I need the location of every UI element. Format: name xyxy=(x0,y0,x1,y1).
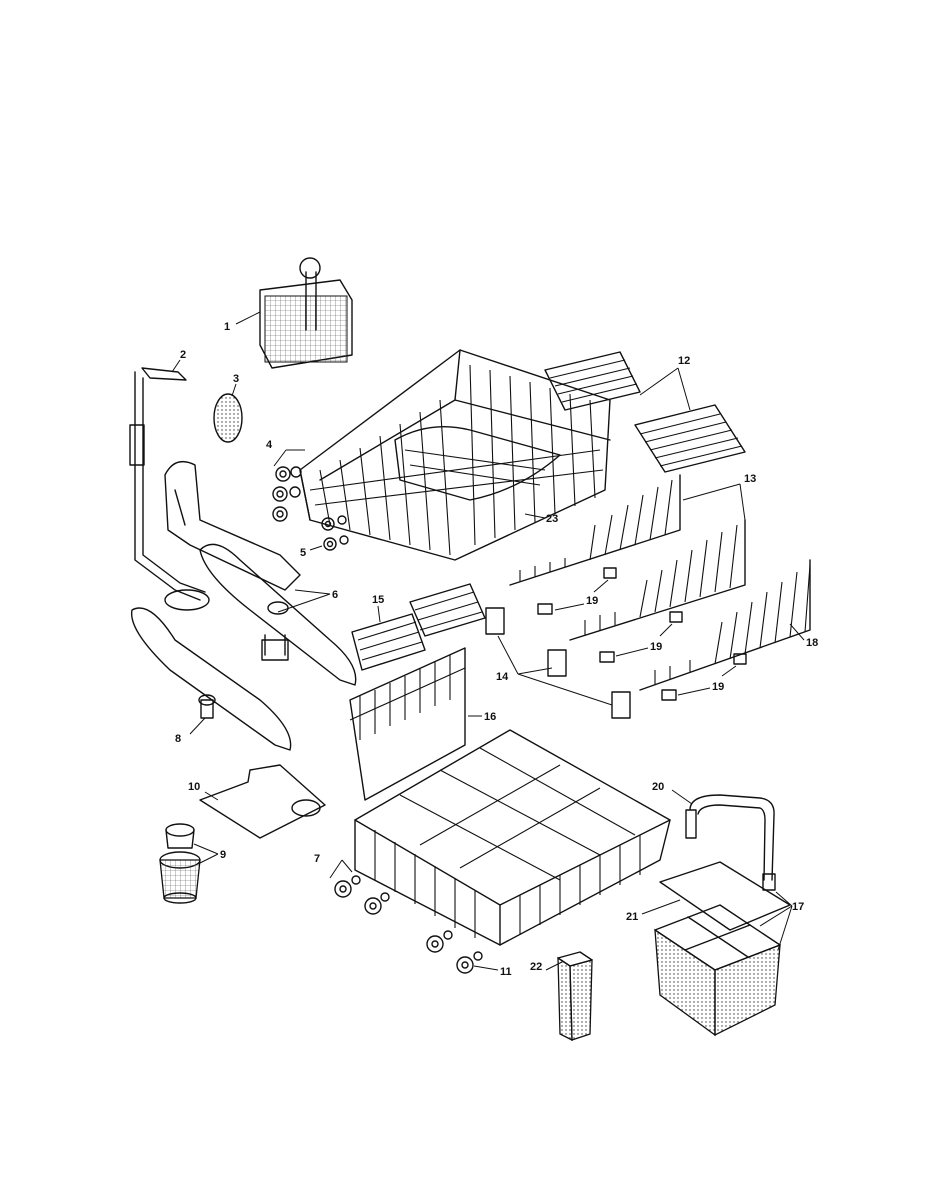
cup-shelves xyxy=(544,351,746,473)
callout-7: 7 xyxy=(314,853,320,865)
callout-14: 14 xyxy=(496,671,509,683)
lower-spray-arm xyxy=(130,607,292,751)
callout-19a: 19 xyxy=(586,595,598,607)
callout-20: 20 xyxy=(652,781,664,793)
callout-11: 11 xyxy=(500,966,512,978)
callout-21: 21 xyxy=(626,911,638,923)
callout-1: 1 xyxy=(224,321,230,333)
callout-15: 15 xyxy=(372,594,384,606)
filter-disc xyxy=(213,393,243,443)
callout-23: 23 xyxy=(546,513,558,525)
callout-2: 2 xyxy=(180,349,186,361)
lower-dish-rack xyxy=(354,729,671,946)
callout-22: 22 xyxy=(530,961,542,973)
tine-row-lower xyxy=(639,559,811,691)
filter-plate xyxy=(199,764,326,839)
fold-tines-small xyxy=(351,583,486,671)
tine-rows-upper xyxy=(509,474,746,641)
silverware-basket-lower xyxy=(654,904,781,1037)
callout-16: 16 xyxy=(484,711,496,723)
rack-rollers-small xyxy=(321,515,349,551)
callout-5: 5 xyxy=(300,547,306,559)
filter-cup xyxy=(159,823,201,904)
callout-19b: 19 xyxy=(650,641,662,653)
callout-9: 9 xyxy=(220,849,226,861)
basket-handle xyxy=(685,794,776,891)
callout-18: 18 xyxy=(806,637,818,649)
upper-spray-arm-manifold xyxy=(164,461,301,591)
callout-3: 3 xyxy=(233,373,239,385)
cutlery-holder xyxy=(557,951,593,1042)
callout-13: 13 xyxy=(744,473,756,485)
callout-17: 17 xyxy=(792,901,804,913)
upper-rack-rollers xyxy=(272,466,302,522)
callout-12: 12 xyxy=(678,355,690,367)
callout-6: 6 xyxy=(332,589,338,601)
water-feed-tube xyxy=(129,367,210,611)
upper-dish-rack xyxy=(299,349,611,561)
silverware-basket-top xyxy=(259,257,353,369)
callout-8: 8 xyxy=(175,733,181,745)
basket-lid xyxy=(659,861,791,931)
callout-10: 10 xyxy=(188,781,200,793)
upper-spray-arm xyxy=(199,543,357,686)
lower-rack-rollers xyxy=(334,875,390,915)
lower-rack-wheels xyxy=(426,930,483,974)
callout-19c: 19 xyxy=(712,681,724,693)
tine-clips xyxy=(537,567,747,701)
rack-latches xyxy=(485,607,631,719)
callout-4: 4 xyxy=(266,439,273,451)
fold-down-tines xyxy=(349,647,466,801)
